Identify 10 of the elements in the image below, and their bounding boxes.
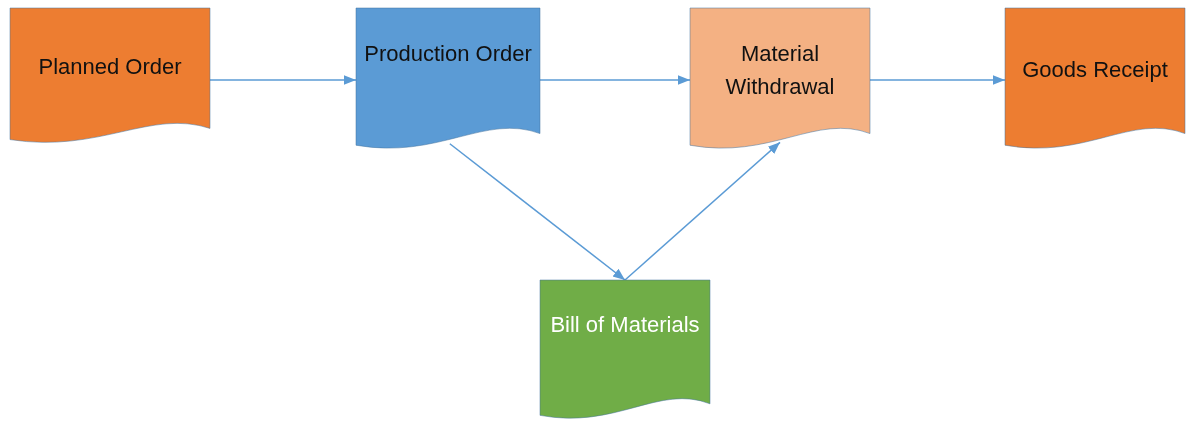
arrow [209, 75, 357, 85]
node-label: Planned Order [37, 53, 183, 82]
arrow [624, 141, 781, 281]
arrow [449, 143, 626, 281]
arrow [539, 75, 691, 85]
node-label: Bill of Materials [549, 310, 701, 339]
node-label: Goods Receipt [1021, 55, 1169, 84]
node-label: Material Withdrawal [724, 39, 836, 101]
node-label: Production Order [364, 39, 532, 68]
arrow [869, 75, 1006, 85]
